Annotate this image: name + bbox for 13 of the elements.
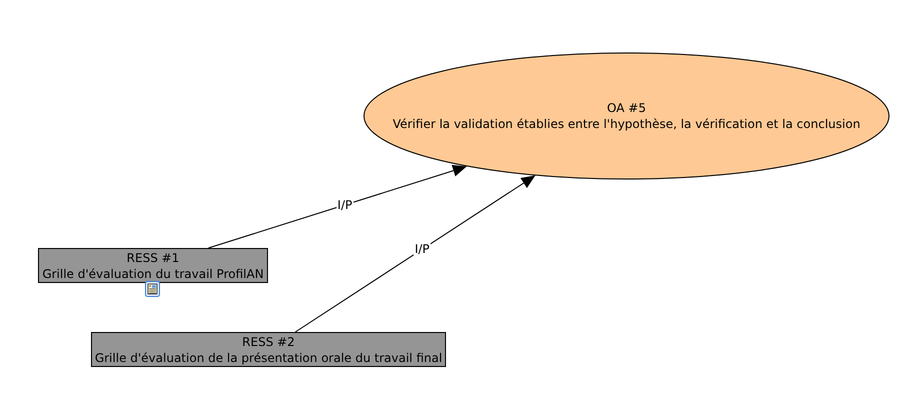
resource-box — [38, 248, 268, 283]
node-description: Grille d'évaluation du travail ProfilAN — [42, 266, 264, 282]
arrow — [208, 164, 467, 248]
node-description: Grille d'évaluation de la présentation orale du travail final — [94, 350, 442, 366]
edge-label: I/P — [414, 242, 431, 256]
edge-label: I/P — [336, 198, 354, 212]
objective-ellipse — [363, 52, 890, 180]
arrow — [294, 175, 536, 332]
node-description: Vérifier la validation établies entre l'hypothèse, la vérification et la conclusion — [392, 116, 860, 132]
resource-box — [91, 332, 446, 367]
node-title: RESS #1 — [126, 250, 180, 266]
node-title: RESS #2 — [242, 334, 295, 350]
node-title: OA #5 — [607, 100, 646, 116]
